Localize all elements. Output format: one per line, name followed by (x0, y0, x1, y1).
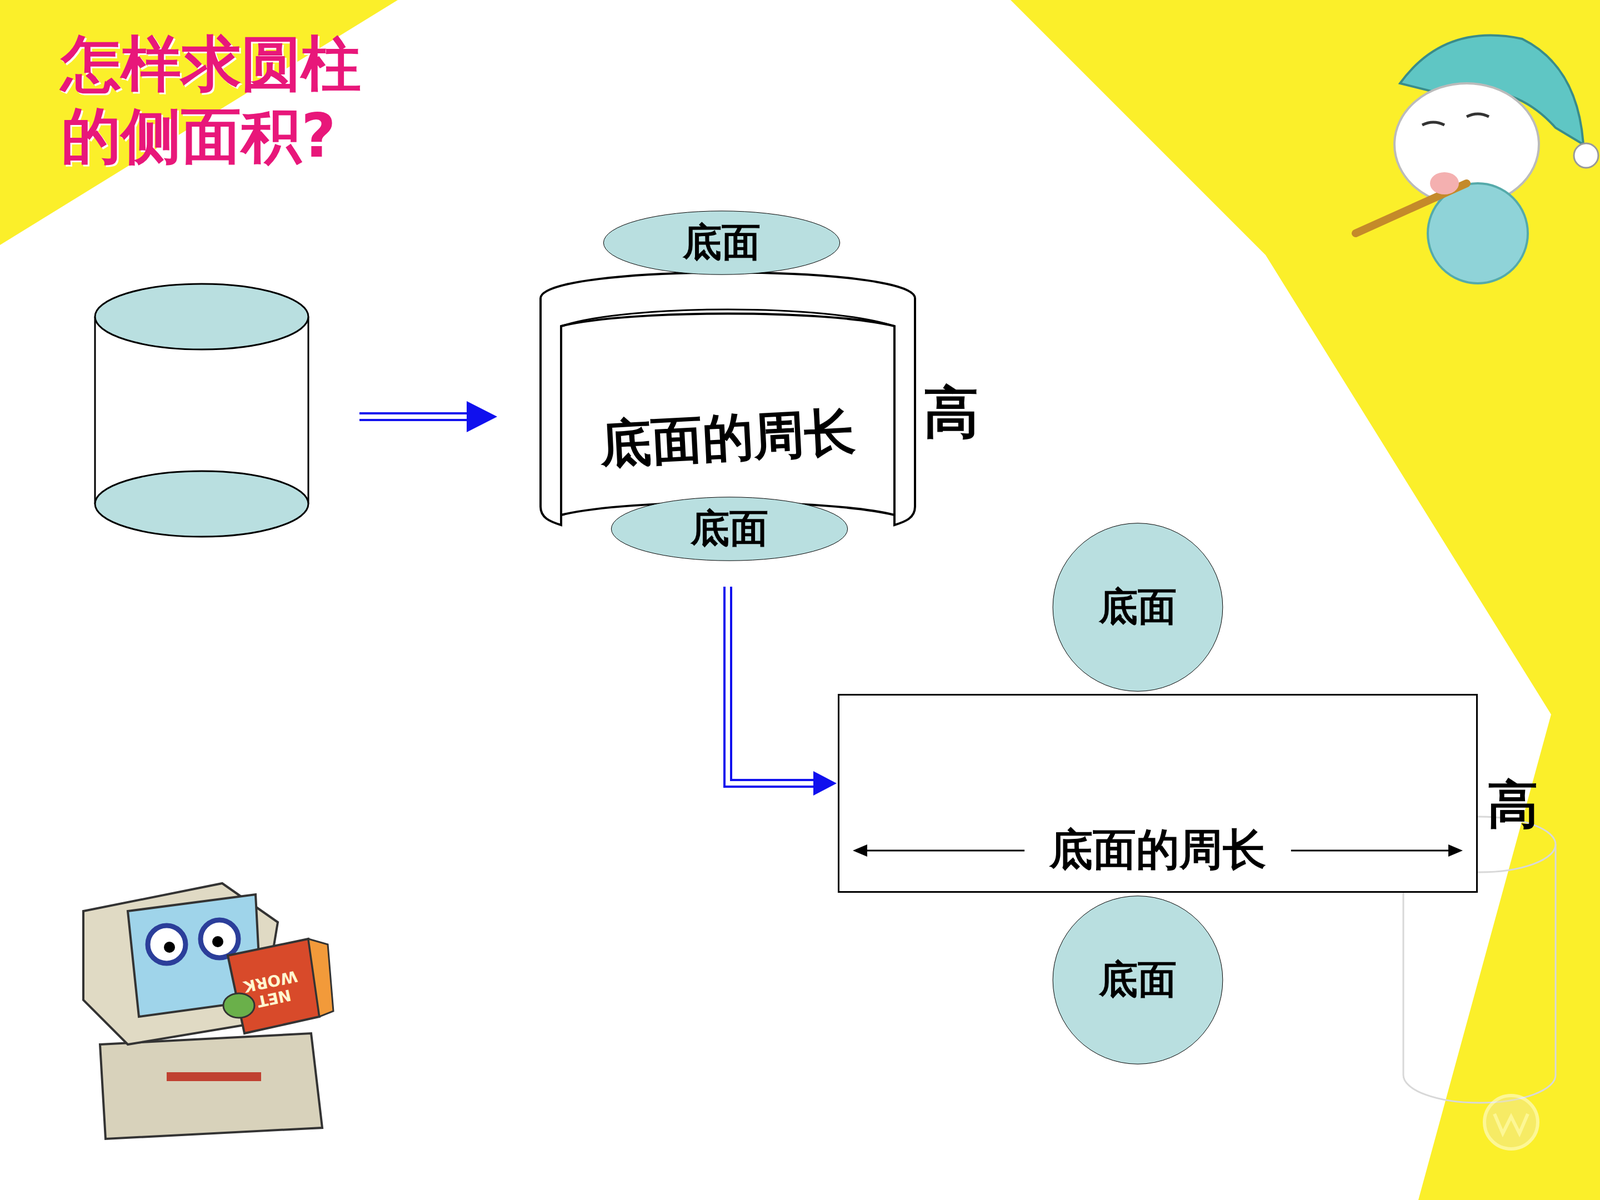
transform-arrow (359, 401, 498, 433)
yellow-band (1010, 0, 1600, 1200)
slide-title: 怎样求圆柱 的侧面积? (61, 27, 395, 172)
base-ellipse: 底面 (1051, 520, 1225, 694)
connector-head (813, 771, 837, 796)
arrow-shaft (860, 849, 1025, 852)
connector-line (724, 586, 814, 787)
base-ellipse: 底面 (608, 496, 850, 562)
height-label: 高 (923, 376, 979, 452)
flow-connector (724, 586, 837, 796)
ellipse-outline (1052, 523, 1223, 692)
circumference-dimension: 底面的周长 (852, 821, 1463, 880)
sheet-outline (540, 272, 915, 526)
dimension-arrow (852, 842, 1040, 859)
ellipse-outline (1052, 896, 1223, 1065)
watermark-logo (1484, 1095, 1538, 1149)
arrow-shaft (1291, 849, 1456, 852)
base-label: 底面 (1098, 581, 1177, 634)
base-label: 底面 (690, 502, 769, 555)
arrow-head (852, 844, 868, 857)
base-label: 底面 (682, 216, 761, 269)
circumference-label: 底面的周长 (1039, 821, 1277, 880)
height-label: 高 (1487, 770, 1539, 840)
cylinder-figure (95, 283, 309, 537)
dimension-arrow (1276, 842, 1463, 859)
ellipse-outline (603, 211, 840, 275)
sheet-inner-top (561, 309, 895, 327)
lateral-rectangle: 底面的周长高 (837, 693, 1478, 893)
mascot (1355, 35, 1599, 284)
dimension-line (1276, 842, 1463, 859)
circumference-label: 底面的周长 (537, 393, 919, 483)
computer-character (83, 883, 334, 1139)
base-label: 底面 (1098, 953, 1177, 1007)
yellow-corner (0, 0, 398, 245)
connector-line (731, 586, 814, 780)
base-ellipse: 底面 (601, 210, 843, 276)
ellipse-outline (611, 497, 848, 561)
arrow-head (1448, 844, 1463, 857)
dimension-line (852, 842, 1040, 859)
base-ellipse: 底面 (1051, 893, 1225, 1067)
